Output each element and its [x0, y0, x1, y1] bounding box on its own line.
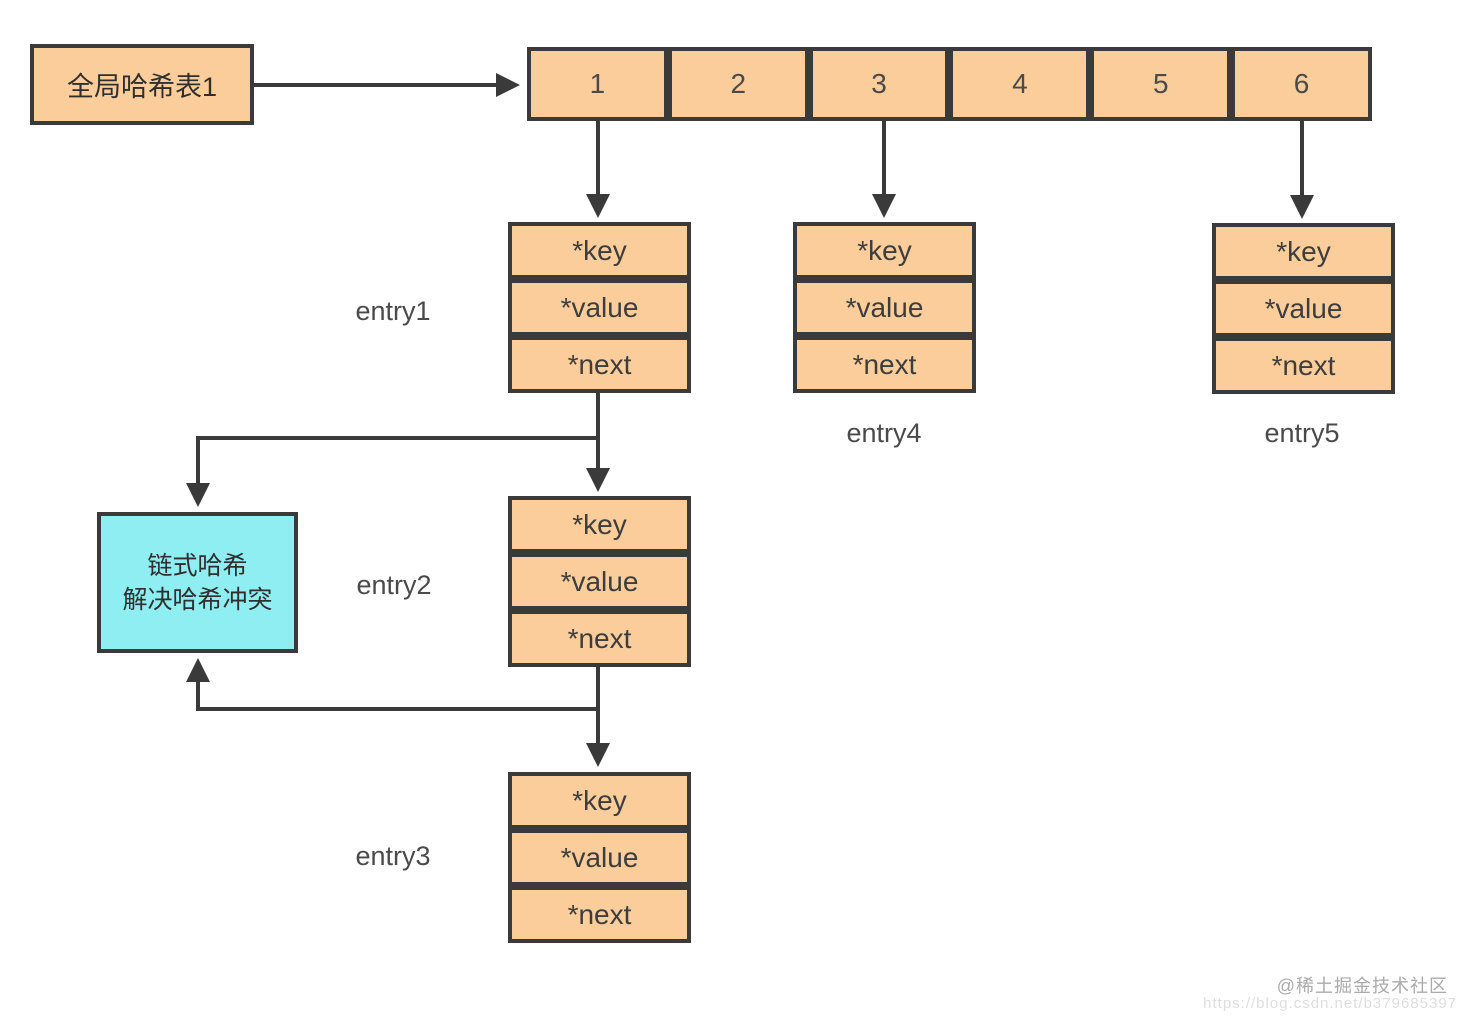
entry3-node: *key *value *next: [508, 772, 691, 943]
entry1-label: entry1: [355, 296, 431, 326]
entry2-key-cell: *key: [508, 496, 691, 553]
entry5-key-cell: *key: [1212, 223, 1395, 280]
entry5-next-cell: *next: [1212, 337, 1395, 394]
entry2-node: *key *value *next: [508, 496, 691, 667]
entry4-node: *key *value *next: [793, 222, 976, 393]
entry4-next-cell: *next: [793, 336, 976, 393]
entry5-value-cell: *value: [1212, 280, 1395, 337]
entry1-key-cell: *key: [508, 222, 691, 279]
entry3-label: entry3: [355, 841, 431, 871]
chain-hash-note-line1: 链式哈希: [147, 551, 248, 580]
watermark-url: https://blog.csdn.net/b379685397: [1203, 995, 1457, 1012]
entry3-key-cell: *key: [508, 772, 691, 829]
entry1-value-cell: *value: [508, 279, 691, 336]
entry3-value-cell: *value: [508, 829, 691, 886]
bucket-1: 1: [527, 47, 668, 121]
bucket-6: 6: [1231, 47, 1372, 121]
arrow-entry1-branch-to-chain-note: [186, 436, 598, 507]
bucket-5: 5: [1090, 47, 1232, 121]
entry2-value-cell: *value: [508, 553, 691, 610]
arrow-entry2-branch-to-chain-note: [186, 658, 598, 711]
entry3-next-cell: *next: [508, 886, 691, 943]
global-hash-table-label: 全局哈希表1: [66, 72, 218, 102]
bucket-2: 2: [667, 47, 809, 121]
bucket-array: 1 2 3 4 5 6: [527, 47, 1372, 121]
global-hash-table-node: 全局哈希表1: [30, 44, 254, 125]
entry2-label: entry2: [356, 570, 432, 600]
bucket-4: 4: [949, 47, 1091, 121]
entry2-next-cell: *next: [508, 610, 691, 667]
entry4-key-cell: *key: [793, 222, 976, 279]
entry1-next-cell: *next: [508, 336, 691, 393]
watermark-community: @稀土掘金技术社区: [1276, 976, 1448, 996]
entry4-label: entry4: [846, 418, 922, 448]
chain-hash-note: 链式哈希 解决哈希冲突: [97, 512, 298, 653]
chain-hash-note-line2: 解决哈希冲突: [122, 585, 273, 614]
entry4-value-cell: *value: [793, 279, 976, 336]
bucket-3: 3: [808, 47, 950, 121]
entry1-node: *key *value *next: [508, 222, 691, 393]
entry5-node: *key *value *next: [1212, 223, 1395, 394]
entry5-label: entry5: [1264, 418, 1340, 448]
